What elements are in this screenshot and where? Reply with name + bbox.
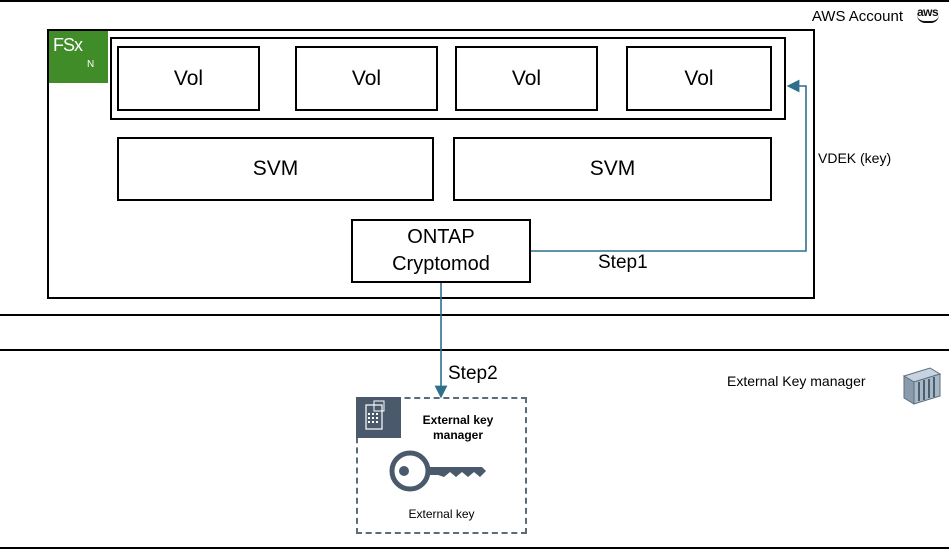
aws-logo-text: aws xyxy=(917,5,939,19)
volume-label: Vol xyxy=(684,66,714,90)
volume-group xyxy=(110,37,786,120)
fsx-frame xyxy=(47,29,815,299)
svm-label: SVM xyxy=(589,157,636,180)
fsx-logo-sub: N xyxy=(87,59,95,70)
key-icon xyxy=(388,447,488,495)
step2-label: Step2 xyxy=(448,363,498,384)
svm-box: SVM xyxy=(117,137,434,201)
aws-account-region xyxy=(0,0,949,316)
ontap-cryptomod-box: ONTAP Cryptomod xyxy=(351,219,531,283)
volume-box: Vol xyxy=(455,46,598,111)
building-icon xyxy=(356,397,401,438)
ontap-line1: ONTAP xyxy=(407,226,475,248)
volume-label: Vol xyxy=(351,66,382,90)
volume-box: Vol xyxy=(295,46,438,111)
step1-label: Step1 xyxy=(598,252,648,273)
volume-box: Vol xyxy=(626,46,772,111)
svm-box: SVM xyxy=(453,137,772,201)
fsx-logo-text: FSx xyxy=(53,35,83,55)
aws-account-label: AWS Account xyxy=(811,8,903,25)
volume-label: Vol xyxy=(511,66,542,90)
server-rack-icon xyxy=(900,364,942,406)
vdek-label: VDEK (key) xyxy=(818,150,892,166)
ontap-line2: Cryptomod xyxy=(392,253,490,275)
svm-label: SVM xyxy=(252,157,299,180)
external-key-manager-label: External Key manager xyxy=(727,373,866,389)
volume-label: Vol xyxy=(173,66,204,90)
fsx-ontap-icon: FSx N xyxy=(49,31,108,83)
aws-logo-icon: aws xyxy=(917,5,939,23)
ekm-card-title: External key manager xyxy=(422,413,494,442)
volume-box: Vol xyxy=(117,46,260,111)
ekm-card-subtitle: External key xyxy=(408,507,475,521)
